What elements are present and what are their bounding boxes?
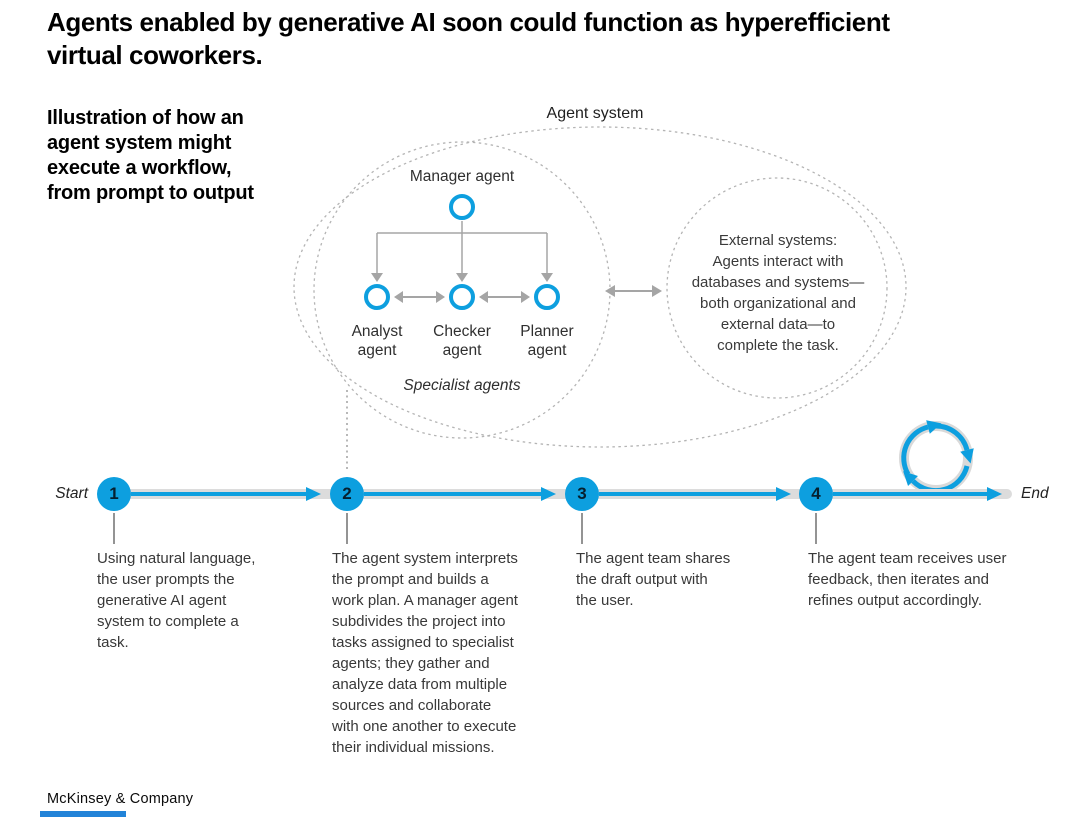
step-3-description: The agent team shares the draft output w… xyxy=(576,550,731,609)
manager-agent-label: Manager agent xyxy=(409,168,515,185)
step-2-description: The agent system interprets the prompt a… xyxy=(332,550,518,756)
checker-agent-label: Checker agent xyxy=(433,323,491,359)
intro-text: Illustration of how an agent system migh… xyxy=(47,107,254,204)
hierarchy-connectors xyxy=(371,221,553,282)
planner-agent-label: Planner agent xyxy=(520,323,574,359)
bottom-blue-bar xyxy=(40,811,126,817)
step-1-marker: 1 xyxy=(97,477,131,511)
end-label: End xyxy=(1021,485,1049,502)
iteration-loop-icon xyxy=(899,420,974,495)
brand-footer: McKinsey & Company xyxy=(47,791,194,807)
external-systems-text: External systems: Agents interact with d… xyxy=(691,232,865,354)
step-2-marker: 2 xyxy=(330,477,364,511)
agent-system-label: Agent system xyxy=(546,105,644,122)
analyst-agent-node xyxy=(364,284,390,310)
external-systems-boundary xyxy=(666,177,888,399)
step-tick-lines xyxy=(113,513,817,544)
external-link-arrow-icon xyxy=(605,285,662,297)
agent-system-boundary xyxy=(293,126,907,448)
peer-arrows-icon xyxy=(394,291,530,303)
page-title: Agents enabled by generative AI soon cou… xyxy=(47,7,890,70)
step-4-marker: 4 xyxy=(799,477,833,511)
start-label: Start xyxy=(55,485,88,502)
manager-agent-node xyxy=(449,194,475,220)
checker-agent-node xyxy=(449,284,475,310)
planner-agent-node xyxy=(534,284,560,310)
step-3-marker: 3 xyxy=(565,477,599,511)
step-1-description: Using natural language, the user prompts… xyxy=(97,550,256,651)
specialist-agents-caption: Specialist agents xyxy=(403,377,521,394)
timeline-flow-arrows xyxy=(131,487,1002,501)
step-4-description: The agent team receives user feedback, t… xyxy=(808,550,1007,609)
analyst-agent-label: Analyst agent xyxy=(351,323,403,359)
